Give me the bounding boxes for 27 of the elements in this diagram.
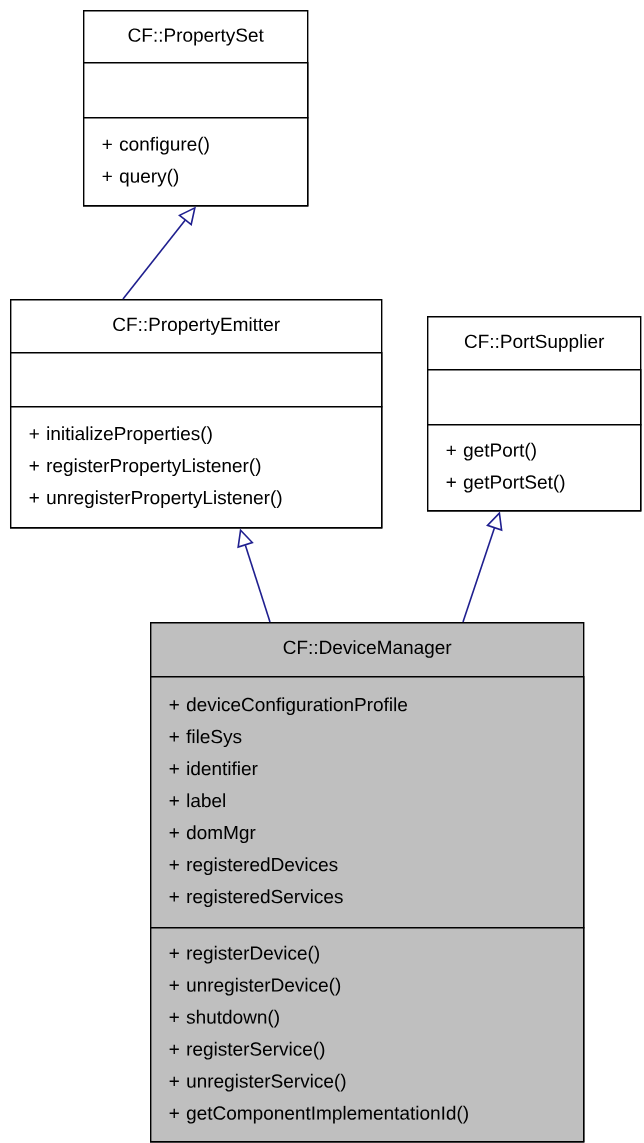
member-text: + unregisterService(): [169, 1073, 346, 1092]
compartment: [427, 424, 642, 512]
member-text: + domMgr: [169, 825, 256, 844]
member-text: + getComponentImplementationId(): [169, 1105, 468, 1124]
compartment: [150, 676, 585, 929]
member-text: + label: [169, 793, 225, 808]
member-text: + getPort(): [446, 442, 536, 461]
compartment: [150, 927, 585, 1143]
member-text: + registeredServices: [169, 889, 343, 908]
member-text: + shutdown(): [169, 1009, 279, 1028]
member-text: + unregisterPropertyListener(): [29, 490, 282, 509]
member-text: + getPortSet(): [446, 474, 565, 493]
member-text: + registerService(): [169, 1041, 325, 1060]
empty-compartment: [83, 62, 309, 119]
member-text: + initializeProperties(): [29, 426, 212, 445]
member-text: + identifier: [169, 761, 258, 776]
member-text: + registerPropertyListener(): [29, 458, 261, 477]
member-text: + deviceConfigurationProfile: [169, 697, 408, 716]
member-text: + configure(): [102, 136, 209, 155]
member-text: + unregisterDevice(): [169, 977, 341, 996]
member-text: + registerDevice(): [169, 945, 319, 964]
member-text: + fileSys: [169, 729, 242, 748]
member-text: + registeredDevices: [169, 857, 338, 876]
empty-compartment: [10, 352, 383, 408]
empty-compartment: [427, 369, 642, 426]
compartment: [83, 117, 309, 207]
member-text: + query(): [102, 168, 179, 187]
